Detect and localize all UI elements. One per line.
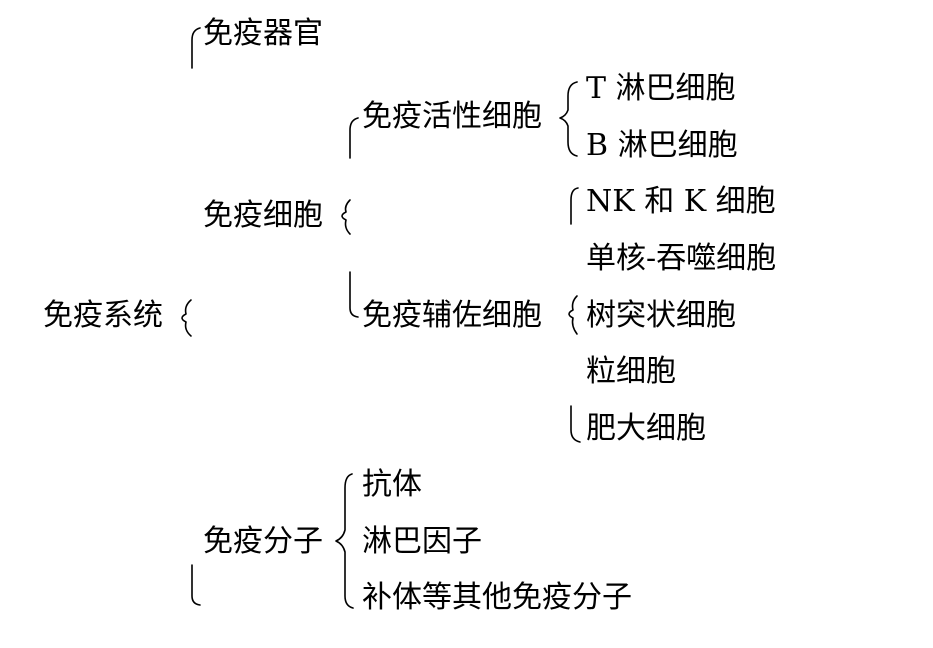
active-cells-brace (559, 81, 578, 157)
cells-brace-top (349, 117, 359, 159)
cells-brace-middle (341, 199, 351, 235)
root-immune-system: 免疫系统 (43, 298, 163, 333)
leaf-b-lymphocyte: B 淋巴细胞 (586, 128, 738, 163)
accessory-brace-middle (568, 295, 578, 335)
leaf-lymphokine: 淋巴因子 (362, 524, 482, 559)
node-immune-molecules: 免疫分子 (203, 524, 323, 559)
leaf-nk-and-k-cells: NK 和 K 细胞 (586, 184, 776, 219)
node-immune-cells: 免疫细胞 (203, 198, 323, 233)
leaf-granulocytes: 粒细胞 (586, 354, 676, 389)
leaf-antibody: 抗体 (362, 467, 422, 502)
leaf-t-lymphocyte: T 淋巴细胞 (586, 71, 736, 106)
root-brace-bottom (191, 564, 201, 606)
cells-brace-bottom (349, 271, 359, 318)
leaf-mononuclear-phagocyte: 单核-吞噬细胞 (586, 241, 777, 276)
accessory-brace-bottom (570, 405, 581, 443)
accessory-brace-top (570, 187, 579, 225)
root-brace-top (191, 27, 201, 69)
node-immune-accessory-cells: 免疫辅佐细胞 (362, 298, 542, 333)
leaf-mast-cells: 肥大细胞 (586, 411, 706, 446)
molecules-brace (335, 473, 354, 609)
leaf-complement-and-other-molecules: 补体等其他免疫分子 (362, 580, 632, 615)
node-immune-active-cells: 免疫活性细胞 (362, 99, 542, 134)
node-immune-organs: 免疫器官 (203, 16, 323, 51)
root-brace-middle (181, 299, 192, 337)
leaf-dendritic-cells: 树突状细胞 (586, 298, 736, 333)
